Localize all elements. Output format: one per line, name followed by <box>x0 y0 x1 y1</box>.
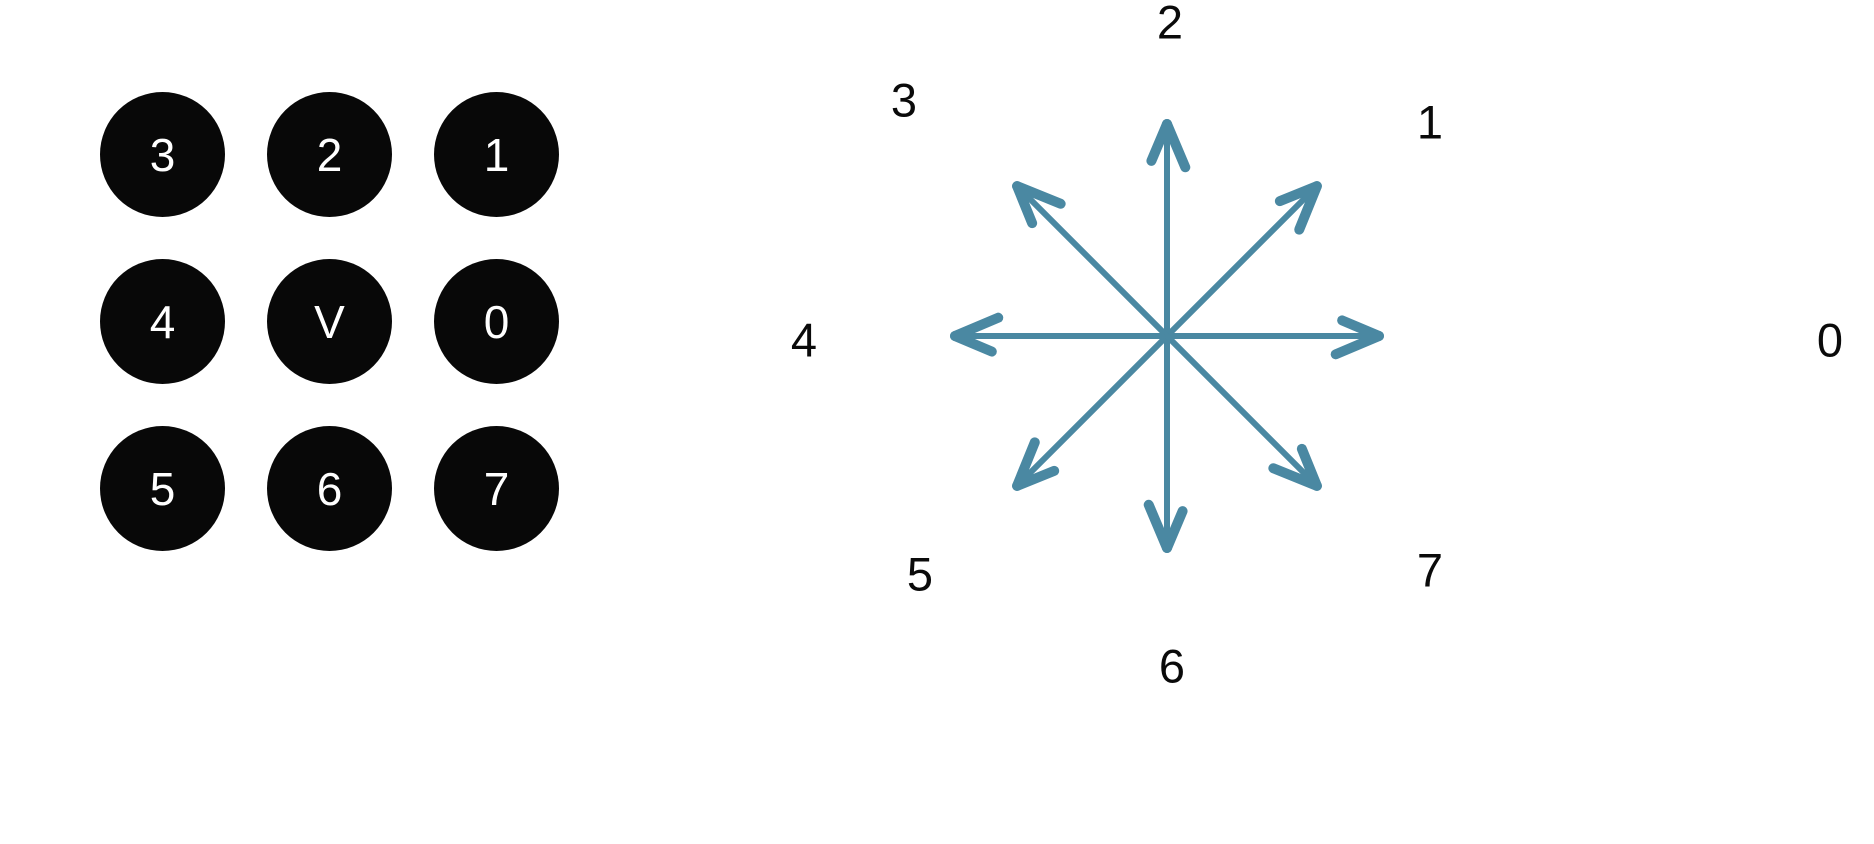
keypad-key-3[interactable]: 3 <box>100 92 225 217</box>
compass-label-4: 4 <box>790 313 818 367</box>
keypad-key-label: 0 <box>483 295 510 348</box>
compass-label-1: 1 <box>1416 95 1444 149</box>
keypad-key-label: 1 <box>483 128 510 181</box>
keypad-key-1[interactable]: 1 <box>434 92 559 217</box>
keypad-key-v[interactable]: V <box>267 259 392 384</box>
keypad-key-6[interactable]: 6 <box>267 426 392 551</box>
compass-label-2: 2 <box>1156 0 1184 49</box>
compass-arrows <box>950 119 1384 553</box>
keypad-key-0[interactable]: 0 <box>434 259 559 384</box>
direction-keypad: 3 2 1 4 V 0 5 6 7 <box>100 92 560 552</box>
keypad-key-4[interactable]: 4 <box>100 259 225 384</box>
compass-label-0: 0 <box>1816 313 1844 367</box>
compass-rose: 0 1 2 3 4 5 6 7 <box>790 0 1874 844</box>
compass-label-5: 5 <box>906 547 934 601</box>
keypad-key-label: 2 <box>316 128 343 181</box>
compass-label-6: 6 <box>1158 639 1186 693</box>
keypad-key-label: 3 <box>149 128 176 181</box>
keypad-key-label: 5 <box>149 462 176 515</box>
keypad-key-label: 6 <box>316 462 343 515</box>
keypad-key-5[interactable]: 5 <box>100 426 225 551</box>
keypad-key-label: V <box>314 295 345 348</box>
compass-label-3: 3 <box>890 73 918 127</box>
compass-label-7: 7 <box>1416 543 1444 597</box>
keypad-key-2[interactable]: 2 <box>267 92 392 217</box>
keypad-key-7[interactable]: 7 <box>434 426 559 551</box>
keypad-key-label: 7 <box>483 462 510 515</box>
keypad-key-label: 4 <box>149 295 176 348</box>
